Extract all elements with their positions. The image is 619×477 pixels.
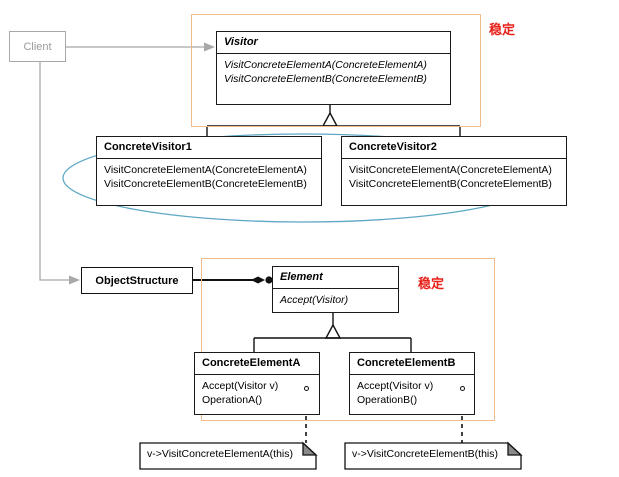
concrete-element-b-operations: Accept(Visitor v) OperationB() — [350, 375, 474, 412]
client-label: Client — [23, 40, 52, 53]
concrete-element-b-operation-0: Accept(Visitor v) — [357, 380, 434, 392]
concrete-visitor-1-operation-0: VisitConcreteElementA(ConcreteElementA) — [104, 164, 307, 176]
object-structure-class-name: ObjectStructure — [95, 274, 179, 287]
concrete-visitor-2-operations: VisitConcreteElementA(ConcreteElementA) … — [342, 159, 566, 196]
visitor-operations: VisitConcreteElementA(ConcreteElementA) … — [217, 54, 450, 91]
concrete-visitor-2-class-box[interactable]: ConcreteVisitor2 VisitConcreteElementA(C… — [341, 136, 567, 206]
note-a-text: v->VisitConcreteElementA(this) — [147, 448, 293, 460]
concrete-visitor-2-operation-1: VisitConcreteElementB(ConcreteElementB) — [349, 178, 552, 190]
concrete-visitor-1-class-box[interactable]: ConcreteVisitor1 VisitConcreteElementA(C… — [96, 136, 322, 206]
concrete-element-b-class-box[interactable]: ConcreteElementB Accept(Visitor v) Opera… — [349, 352, 475, 415]
element-operations: Accept(Visitor) — [273, 289, 398, 312]
concrete-element-a-operations: Accept(Visitor v) OperationA() — [195, 375, 319, 412]
concrete-visitor-1-operation-1: VisitConcreteElementB(ConcreteElementB) — [104, 178, 307, 190]
visitor-operation-1: VisitConcreteElementB(ConcreteElementB) — [224, 73, 427, 85]
concrete-visitor-1-class-name: ConcreteVisitor1 — [97, 137, 321, 159]
stable-annotation-top: 稳定 — [489, 23, 516, 38]
note-b-text: v->VisitConcreteElementB(this) — [352, 448, 498, 460]
element-class-box[interactable]: Element Accept(Visitor) — [272, 266, 399, 313]
visitor-class-name: Visitor — [217, 32, 450, 54]
concrete-element-a-class-name: ConcreteElementA — [195, 353, 319, 375]
stable-frame-element — [201, 258, 495, 421]
concrete-element-b-operation-1: OperationB() — [357, 394, 418, 406]
concrete-visitor-1-operations: VisitConcreteElementA(ConcreteElementA) … — [97, 159, 321, 196]
visitor-operation-0: VisitConcreteElementA(ConcreteElementA) — [224, 59, 427, 71]
note-b[interactable]: v->VisitConcreteElementB(this) — [345, 443, 521, 469]
element-class-name: Element — [273, 267, 398, 289]
concrete-element-a-note-anchor-icon — [303, 386, 309, 391]
concrete-element-b-note-anchor-icon — [459, 386, 465, 391]
concrete-element-a-class-box[interactable]: ConcreteElementA Accept(Visitor v) Opera… — [194, 352, 320, 415]
stable-annotation-bottom: 稳定 — [418, 277, 445, 292]
concrete-visitor-2-class-name: ConcreteVisitor2 — [342, 137, 566, 159]
concrete-element-b-class-name: ConcreteElementB — [350, 353, 474, 375]
concrete-element-a-operation-1: OperationA() — [202, 394, 263, 406]
concrete-visitor-2-operation-0: VisitConcreteElementA(ConcreteElementA) — [349, 164, 552, 176]
element-operation-0: Accept(Visitor) — [280, 294, 349, 306]
concrete-element-a-operation-0: Accept(Visitor v) — [202, 380, 279, 392]
client-class-box[interactable]: Client — [9, 31, 66, 62]
visitor-class-box[interactable]: Visitor VisitConcreteElementA(ConcreteEl… — [216, 31, 451, 105]
object-structure-class-box[interactable]: ObjectStructure — [81, 267, 193, 294]
note-a[interactable]: v->VisitConcreteElementA(this) — [140, 443, 316, 469]
